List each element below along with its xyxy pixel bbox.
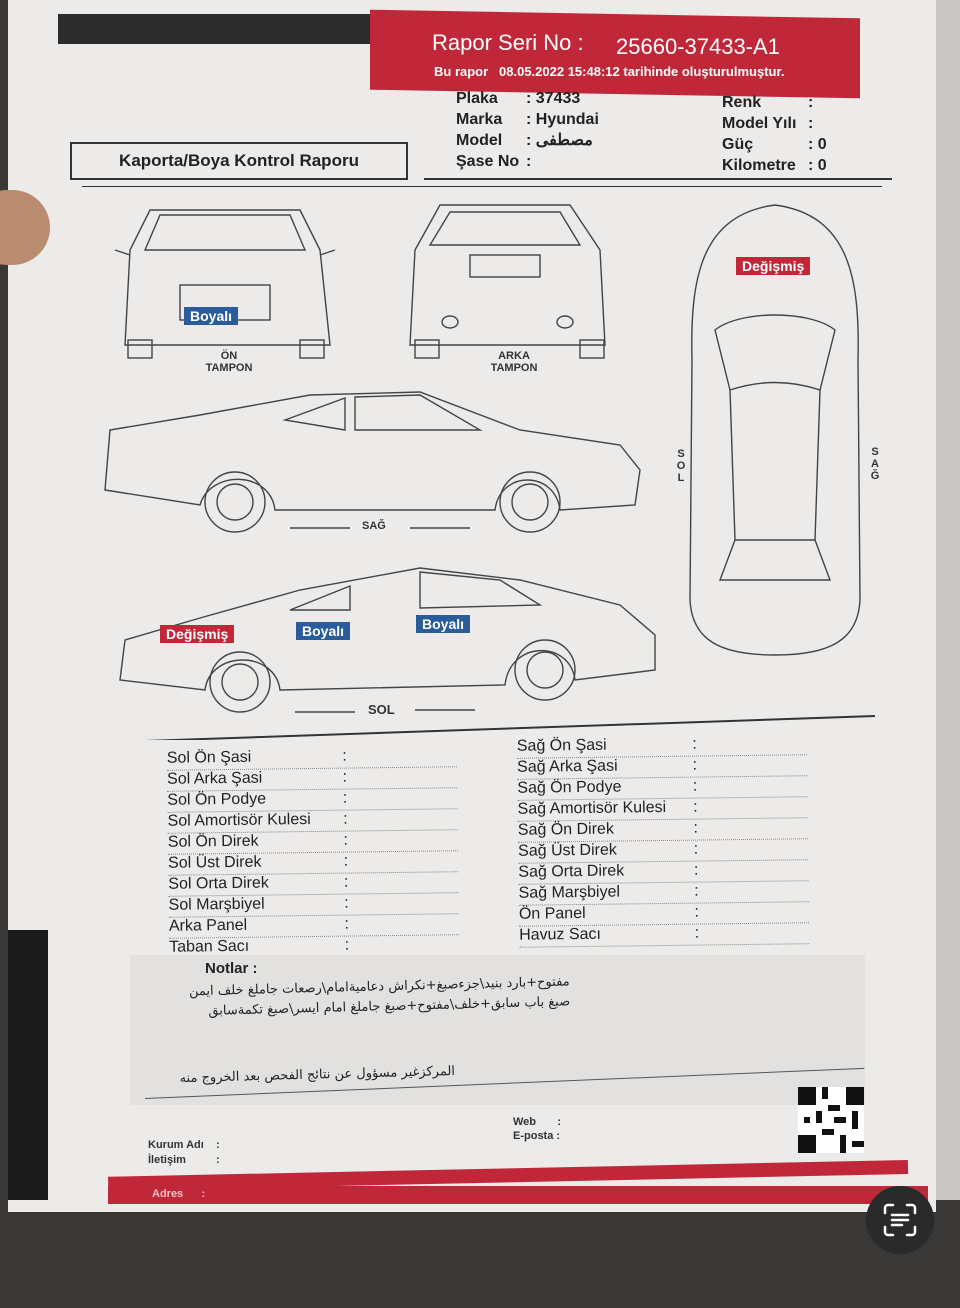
check-label: Sağ Ön Podye	[517, 778, 622, 797]
top-left-label: SOL	[676, 448, 686, 484]
check-label: Sağ Orta Direk	[518, 862, 625, 881]
rear-view-diagram	[409, 204, 606, 359]
check-label: Sol Üst Direk	[168, 853, 262, 872]
vehicle-info-right: Renk: Model Yılı: Güç: 0 Kilometre: 0	[722, 94, 827, 174]
created-datetime: 08.05.2022 15:48:12	[499, 64, 620, 79]
address-bar	[108, 1186, 928, 1204]
plate-label: Plaka	[456, 90, 498, 107]
top-view-diagram	[689, 204, 861, 656]
check-label: Sağ Amortisör Kulesi	[517, 798, 667, 818]
folder-edge	[8, 930, 48, 1200]
right-side-diagram	[104, 391, 641, 533]
org-label: Kurum Adı	[148, 1139, 204, 1151]
header-dark-bar	[58, 14, 378, 44]
power-label: Güç	[722, 136, 754, 153]
serial-value: 25660-37433-A1	[616, 34, 780, 59]
created-line: Bu rapor 08.05.2022 15:48:12 tarihinde o…	[434, 64, 784, 79]
rear-bumper-text: TAMPON	[490, 362, 538, 374]
check-label: Sol Marşbiyel	[168, 895, 265, 914]
checklist-left: Sol Ön Şasi: Sol Arka Şasi: Sol Ön Podye…	[166, 746, 460, 960]
scan-text-icon	[883, 1203, 917, 1237]
contact-label: İletişim	[148, 1154, 186, 1166]
footer-org: Kurum Adı: İletişim:	[148, 1139, 220, 1166]
plate-value: 37433	[535, 90, 581, 107]
roof-replaced-badge: Değişmiş	[736, 257, 811, 275]
km-value: 0	[817, 157, 827, 174]
left-rear-fender-replaced-badge: Değişmiş	[160, 625, 235, 643]
front-label: ÖN	[220, 350, 238, 362]
header-rule	[424, 178, 892, 180]
car-diagrams	[104, 204, 876, 740]
left-rear-door-painted-badge: Boyalı	[296, 622, 351, 640]
footer-web-email: Web : E-posta :	[513, 1116, 562, 1142]
check-label: Sol Ön Şasi	[166, 748, 252, 767]
email-label: E-posta	[513, 1130, 554, 1142]
bumper-label: TAMPON	[205, 362, 253, 374]
left-front-door-painted-badge: Boyalı	[416, 615, 471, 633]
check-row: Havuz Sacı:	[519, 923, 810, 948]
web-label: Web	[513, 1116, 537, 1128]
check-label: Sağ Marşbiyel	[518, 883, 621, 902]
check-label: Sol Amortisör Kulesi	[167, 811, 311, 830]
created-suffix: tarihinde oluşturulmuştur.	[623, 64, 785, 79]
serial-label: Rapor Seri No :	[432, 30, 584, 55]
scan-text-button[interactable]	[866, 1186, 934, 1254]
left-side-label: SOL	[368, 702, 395, 717]
check-label: Sol Orta Direk	[168, 874, 269, 893]
background-edge	[936, 0, 960, 1200]
brand-value: Hyundai	[535, 111, 599, 128]
front-bumper-painted-badge: Boyalı	[184, 307, 239, 325]
front-view-diagram	[114, 209, 336, 359]
check-label: Sağ Üst Direk	[518, 841, 617, 860]
check-label: Sağ Ön Şasi	[516, 736, 607, 755]
qr-code	[798, 1087, 864, 1153]
left-side-diagram	[119, 567, 656, 713]
check-label: Sol Ön Podye	[167, 790, 267, 809]
check-label: Sol Ön Direk	[167, 832, 259, 851]
rear-label: ARKA	[498, 350, 530, 362]
check-label: Sağ Arka Şasi	[516, 757, 618, 776]
address-text: Adres	[152, 1188, 184, 1200]
check-label: Arka Panel	[168, 916, 248, 935]
address-label: Adres :	[152, 1188, 206, 1200]
check-label: Sağ Ön Direk	[517, 820, 615, 839]
top-right-label: SAĞ	[870, 446, 880, 482]
check-label: Havuz Sacı	[519, 925, 602, 944]
model-label: Model	[456, 132, 503, 149]
right-side-label: SAĞ	[362, 520, 386, 532]
check-label: Ön Panel	[518, 904, 586, 923]
vehicle-info-left: Plaka: 37433 Marka: Hyundai Model: مصطفى…	[456, 90, 599, 170]
title-rule	[82, 186, 882, 187]
km-label: Kilometre	[722, 157, 796, 174]
brand-label: Marka	[456, 111, 503, 128]
chassis-label: Şase No	[456, 153, 520, 170]
model-value: مصطفى	[535, 132, 593, 149]
created-prefix: Bu rapor	[434, 64, 489, 79]
report-title: Kaporta/Boya Kontrol Raporu	[70, 142, 408, 180]
checklist-right: Sağ Ön Şasi: Sağ Arka Şasi: Sağ Ön Podye…	[516, 734, 810, 948]
notes-label: Notlar :	[205, 960, 258, 977]
model-year-label: Model Yılı	[722, 115, 797, 132]
diagram-rule	[144, 715, 876, 740]
notes-box	[130, 955, 865, 1105]
power-value: 0	[817, 136, 827, 153]
color-label: Renk	[722, 94, 762, 111]
check-label: Sol Arka Şasi	[166, 769, 263, 788]
